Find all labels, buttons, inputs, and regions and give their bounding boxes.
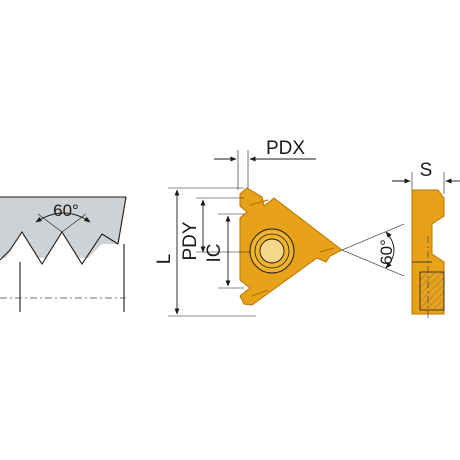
tip-angle-arc [385, 231, 395, 269]
tip-angle-ext-lower [341, 249, 405, 277]
thread-flank-line [0, 230, 119, 266]
insert-relief-line [249, 199, 335, 297]
pdy-label: PDY [180, 221, 201, 260]
l-label: L [154, 254, 175, 265]
side-profile-section [419, 271, 445, 311]
insert-hole-ring [254, 233, 290, 269]
workpiece-lower [0, 258, 126, 318]
thread-angle-ext-left [37, 213, 63, 233]
thread-angle-arc [35, 212, 91, 223]
workpiece-body [0, 197, 126, 264]
insert-hole-inner [259, 238, 285, 264]
thread-profile-view: 60° [0, 196, 127, 318]
s-label: S [420, 160, 433, 181]
ic-label: IC [204, 244, 225, 263]
thread-angle-label: 60° [53, 201, 79, 220]
tip-angle-label: 60° [377, 239, 396, 265]
insert-side-view: S [392, 160, 460, 318]
thread-angle-ext-right [61, 213, 87, 233]
workpiece-right-edge [117, 196, 127, 245]
pdx-label: PDX [266, 138, 305, 159]
tip-angle-ext-upper [341, 223, 405, 251]
insert-top-view: PDX L PDY IC 60° [154, 138, 405, 317]
